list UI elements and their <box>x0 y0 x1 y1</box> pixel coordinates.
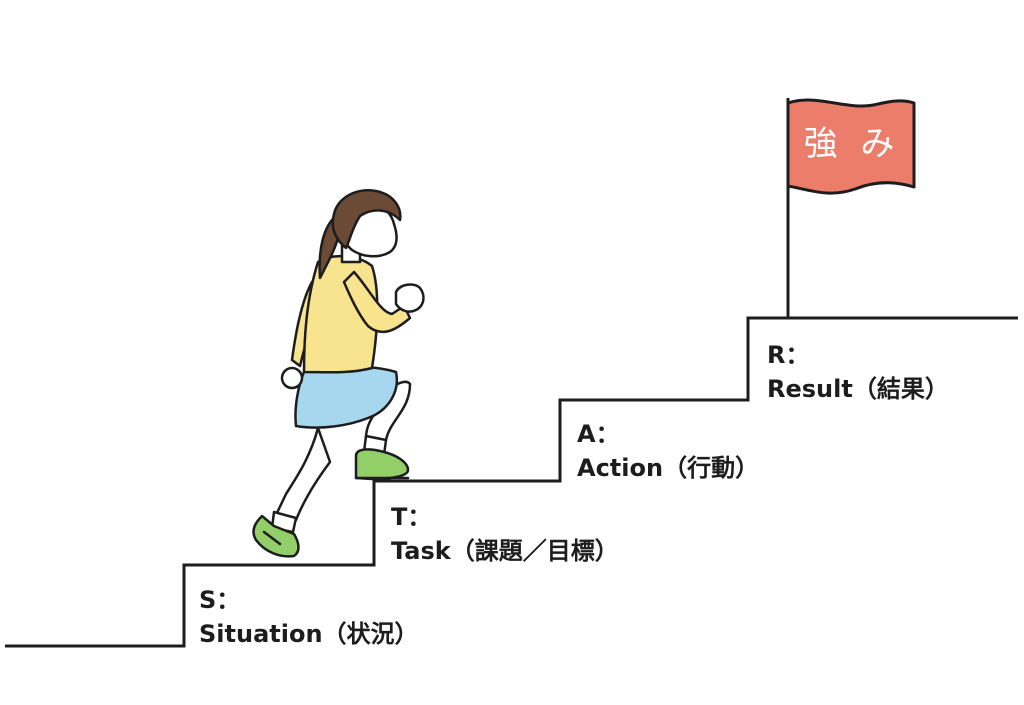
step-name: Action（行動） <box>577 454 760 482</box>
step-task: T： Task（課題／目標） <box>391 500 619 568</box>
girl-climbing-stairs-icon <box>252 189 425 558</box>
step-result: R： Result（結果） <box>767 338 949 406</box>
step-situation: S： Situation（状況） <box>199 583 419 651</box>
step-name: Result（結果） <box>767 375 949 403</box>
flag-label: 強 み <box>803 124 901 164</box>
step-letter: T： <box>391 503 432 531</box>
step-name: Situation（状況） <box>199 620 419 648</box>
staircase-line <box>5 316 1018 648</box>
step-name: Task（課題／目標） <box>391 537 619 565</box>
step-letter: S： <box>199 586 241 614</box>
step-action: A： Action（行動） <box>577 417 759 485</box>
step-letter: A： <box>577 420 620 448</box>
step-letter: R： <box>767 341 810 369</box>
flag-icon <box>786 98 916 195</box>
